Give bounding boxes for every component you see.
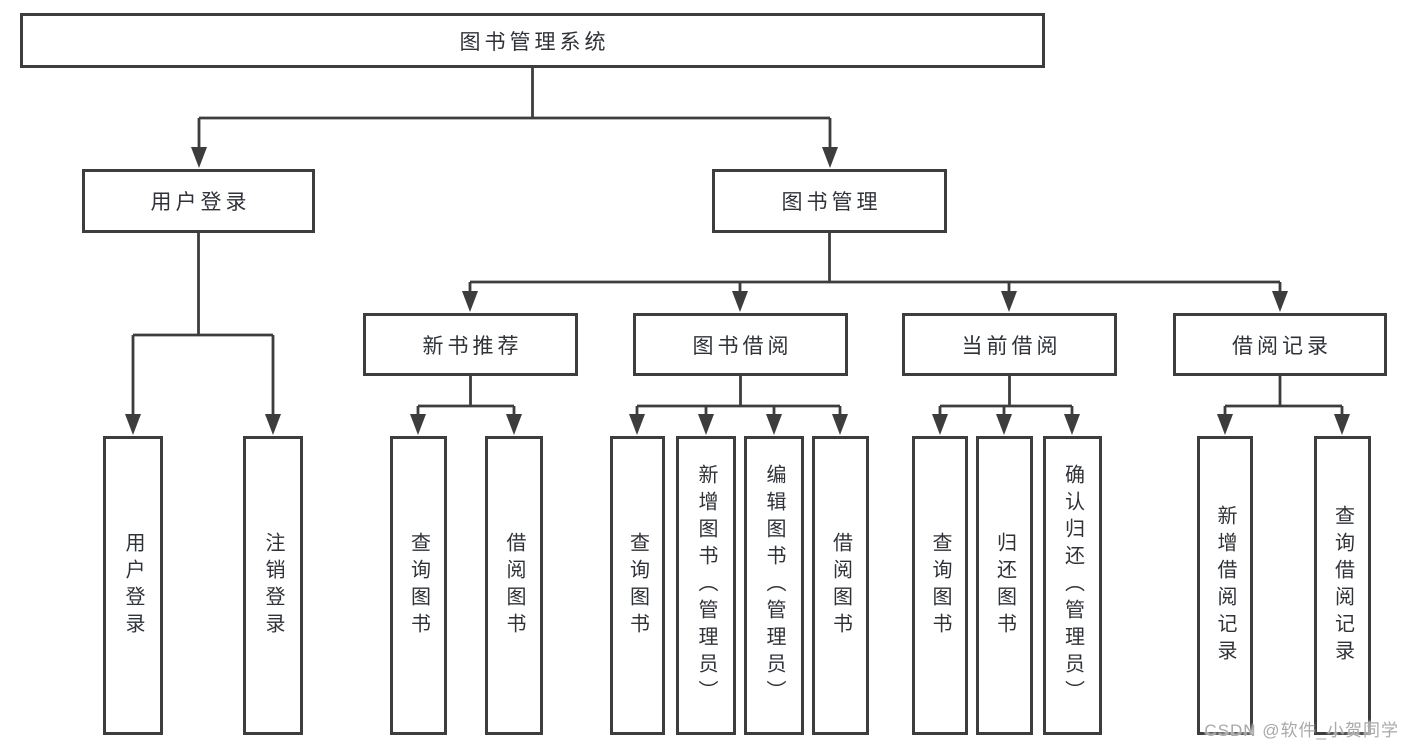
leaf-query-books-borrowing: 查询图书 <box>610 436 665 735</box>
leaf-confirm-return-admin: 确认归还（管理员） <box>1043 436 1102 735</box>
node-borrowing-records: 借阅记录 <box>1173 313 1387 376</box>
leaf-return-books: 归还图书 <box>976 436 1033 735</box>
leaf-add-books-admin: 新增图书（管理员） <box>676 436 736 735</box>
node-new-book-recommendation: 新书推荐 <box>363 313 578 376</box>
node-current-borrowing: 当前借阅 <box>902 313 1117 376</box>
csdn-watermark: CSDN @软件_小贺同学 <box>1204 721 1399 740</box>
leaf-query-borrow-record: 查询借阅记录 <box>1314 436 1371 735</box>
node-library-management-system: 图书管理系统 <box>20 13 1045 68</box>
leaf-borrow-books-recommend: 借阅图书 <box>485 436 543 735</box>
node-book-borrowing: 图书借阅 <box>633 313 848 376</box>
leaf-borrow-books-borrowing: 借阅图书 <box>812 436 869 735</box>
arrowheads <box>125 147 1350 435</box>
leaf-edit-books-admin: 编辑图书（管理员） <box>744 436 804 735</box>
leaf-logout: 注销登录 <box>243 436 303 735</box>
node-user-login: 用户登录 <box>82 169 315 233</box>
leaf-user-login: 用户登录 <box>103 436 163 735</box>
node-book-management: 图书管理 <box>712 169 947 233</box>
leaf-query-books-current: 查询图书 <box>912 436 968 735</box>
leaf-add-borrow-record: 新增借阅记录 <box>1197 436 1253 735</box>
leaf-query-books-recommend: 查询图书 <box>390 436 447 735</box>
